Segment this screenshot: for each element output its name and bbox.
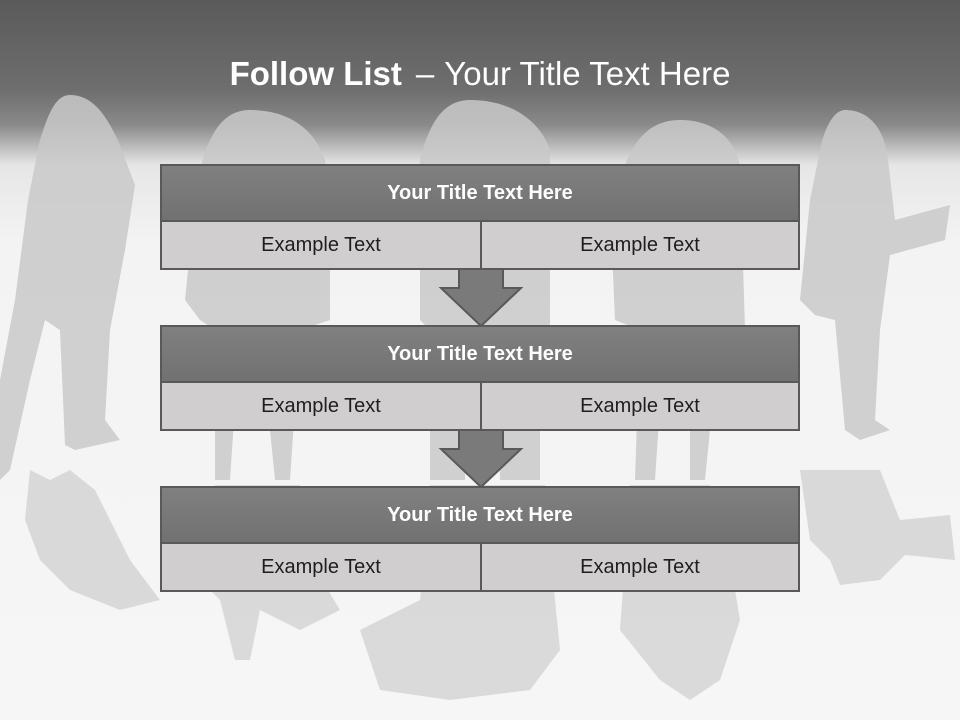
slide-title-rest: Your Title Text Here	[444, 55, 731, 92]
flow-step-cell-right: Example Text	[482, 383, 798, 429]
flow-step-cell-right: Example Text	[482, 544, 798, 590]
slide-title: Follow List–Your Title Text Here	[0, 55, 960, 93]
slide-title-dash: –	[415, 55, 435, 92]
flow-step-title: Your Title Text Here	[162, 166, 798, 222]
flow-step-title: Your Title Text Here	[162, 327, 798, 383]
slide-title-bold: Follow List	[229, 55, 402, 92]
flow-step-cell-left: Example Text	[162, 544, 482, 590]
flow-step-cell-left: Example Text	[162, 383, 482, 429]
flow-step-cell-left: Example Text	[162, 222, 482, 268]
flow-step-box: Your Title Text Here Example Text Exampl…	[160, 486, 800, 592]
flow-step-cell-right: Example Text	[482, 222, 798, 268]
flow-step-box: Your Title Text Here Example Text Exampl…	[160, 325, 800, 431]
flow-step-title: Your Title Text Here	[162, 488, 798, 544]
down-arrow-icon	[438, 429, 524, 489]
down-arrow-icon	[438, 268, 524, 328]
flow-step-box: Your Title Text Here Example Text Exampl…	[160, 164, 800, 270]
